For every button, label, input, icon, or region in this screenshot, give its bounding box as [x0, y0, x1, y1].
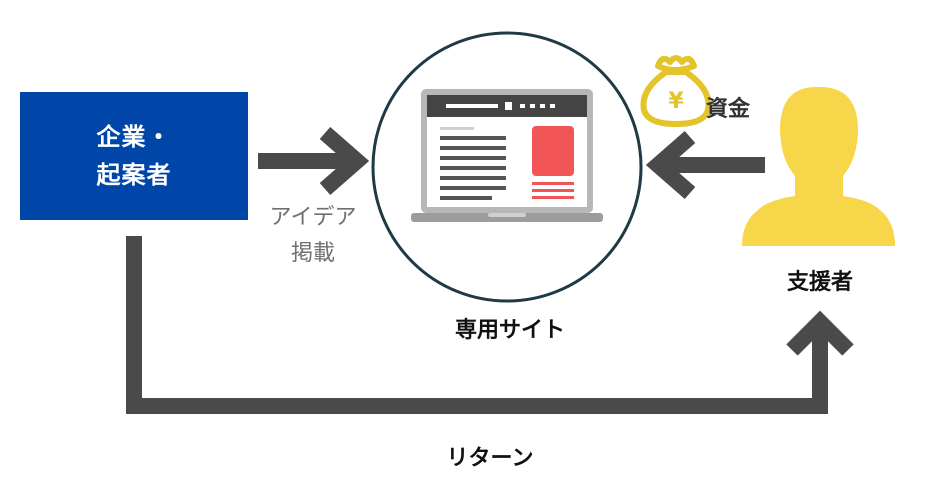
arrow-supporter-to-site: [645, 130, 765, 200]
company-box: 企業・ 起案者: [20, 92, 248, 220]
idea-post-label: アイデア 掲載: [258, 200, 368, 272]
supporter-label: 支援者: [786, 270, 853, 295]
idea-label-line1: アイデア: [269, 205, 357, 230]
return-label: リターン: [446, 446, 534, 471]
money-bag-icon: ¥: [640, 55, 712, 127]
laptop-icon: [411, 89, 603, 222]
arrow-return: [126, 236, 854, 414]
arrow-company-to-site: [258, 126, 370, 196]
funds-label: 資金: [706, 97, 751, 122]
person-icon: [742, 86, 895, 246]
site-label: 専用サイト: [454, 318, 565, 343]
company-label-line1: 企業・: [96, 123, 172, 151]
company-label-line2: 起案者: [96, 161, 172, 189]
money-bag-symbol: ¥: [668, 89, 684, 114]
idea-label-line2: 掲載: [290, 241, 335, 266]
